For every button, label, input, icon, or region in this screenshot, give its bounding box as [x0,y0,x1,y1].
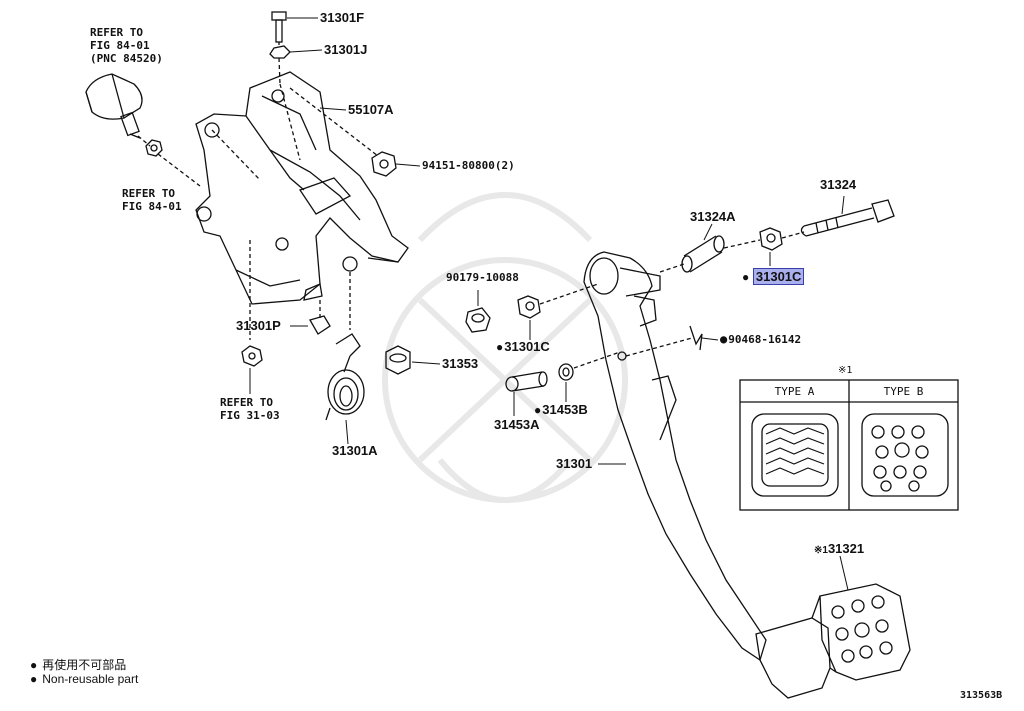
highlighted-part-number[interactable]: 31301C [752,268,805,285]
legend-japanese: ● 再使用不可部品 [30,656,126,673]
nut-31301J [269,45,291,59]
legend-japanese-text: 再使用不可部品 [42,658,127,672]
cushion-31353 [385,345,411,375]
type-box-note: ※1 [838,365,853,376]
note-mark: ※1 [814,545,828,556]
collar-90179-10088 [465,307,491,333]
nut-31301C-lower [517,295,541,319]
refer-mid-line2[interactable]: FIG 84-01 [122,200,182,213]
type-a-texture [765,427,825,475]
clip-90468-16142 [689,325,703,351]
pedal-pad-31321 [755,583,911,699]
label-31453B[interactable]: 31453B [534,403,588,417]
refer-top-line3[interactable]: (PNC 84520) [90,52,163,65]
label-31301[interactable]: 31301 [556,456,593,471]
label-31301C[interactable]: 31301C [496,340,550,354]
legend-bullet: ● [30,658,38,672]
clutch-pedal-arm-31301 [583,251,767,662]
label-31453A[interactable]: 31453A [494,417,540,432]
figure-code: 313563B [960,690,1003,701]
bolt-31301F [271,11,287,43]
label-90468-16142[interactable]: 90468-16142 [720,333,801,346]
label-94151-80800[interactable]: 94151-80800(2) [422,159,515,172]
refer-top-line1[interactable]: REFER TO [90,26,143,39]
label-31301P[interactable]: 31301P [236,318,281,333]
refer-bottom-line2[interactable]: FIG 31-03 [220,409,280,422]
nut-lower-left [241,345,263,367]
label-31324[interactable]: 31324 [820,177,857,192]
label-31301J[interactable]: 31301J [324,42,368,57]
pin-31453A [505,371,548,392]
leader-lines [249,17,849,591]
clip-31453B [558,363,574,381]
refer-bottom-line1[interactable]: REFER TO [220,396,273,409]
switch-nut [145,139,163,157]
stop-lamp-switch [85,73,143,139]
nut-31301C-upper [759,227,783,251]
label-31301C-highlighted[interactable]: 31301C [742,268,805,285]
legend-english: ● Non-reusable part [30,672,138,686]
part-number[interactable]: 31321 [827,541,865,556]
pedal-bracket-55107A [195,71,409,305]
legend-english-text: Non-reusable part [42,672,139,686]
nut-94151-80800 [371,151,397,177]
collar-31324A [681,235,725,273]
label-31301A[interactable]: 31301A [332,443,378,458]
refer-top-line2[interactable]: FIG 84-01 [90,39,150,52]
pedal-type-box [739,379,959,511]
label-55107A[interactable]: 55107A [348,102,394,117]
label-31321[interactable]: ※131321 [814,542,864,558]
label-31353[interactable]: 31353 [442,356,479,371]
watermark-emblem [382,192,628,503]
refer-mid-line1[interactable]: REFER TO [122,187,175,200]
label-31324A[interactable]: 31324A [690,209,736,224]
type-a-header: TYPE A [774,385,815,398]
label-90179-10088[interactable]: 90179-10088 [446,271,519,284]
legend-bullet: ● [30,672,38,686]
type-b-header: TYPE B [883,385,924,398]
bushing-31301P [309,315,331,335]
return-spring-31301A [325,333,365,421]
label-31301F[interactable]: 31301F [320,10,365,25]
bolt-31324 [800,199,895,237]
